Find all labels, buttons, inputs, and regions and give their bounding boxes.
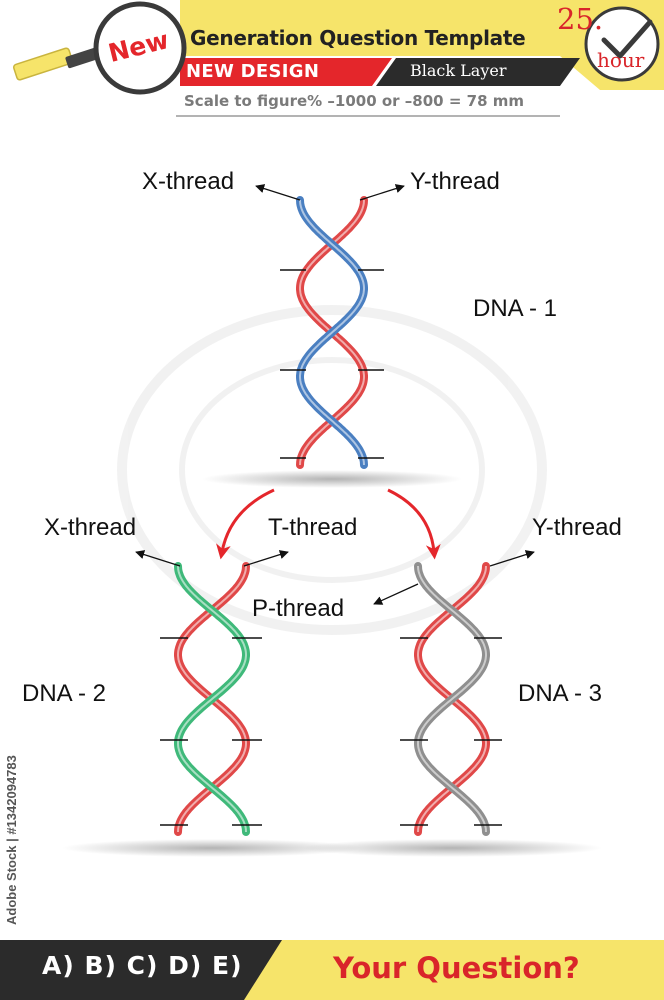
dna3-strand-left-highlight [417,565,487,833]
dna-2-helix [62,550,362,857]
magnifier-icon [12,1,187,95]
new-design-label: NEW DESIGN [186,61,320,82]
dna-3-helix [302,550,602,857]
label-y-thread-1: Y-thread [410,168,500,195]
label-dna-3: DNA - 3 [518,680,603,707]
stock-id: Adobe Stock | #1342094783 [4,755,19,925]
header-yellow-band [0,0,664,90]
arrow-p-thread-3 [373,583,419,605]
label-dna-2: DNA - 2 [22,680,107,707]
dna-1-ticks [280,269,384,459]
dna1-strand-left-highlight [299,199,365,466]
header [0,0,664,117]
label-dna-1: DNA - 1 [473,295,558,322]
dna-3-shadow [302,839,602,857]
label-x-thread-1: X-thread [142,168,235,195]
dna-2-ticks [160,637,262,826]
arrow-x-thread-1 [255,184,301,201]
branch-arrow-left [216,488,275,560]
dna-2-shadow [62,839,362,857]
new-design-bar [180,58,392,86]
footer-question: Your Question? [333,951,580,985]
black-layer-bar [376,58,580,86]
label-y-thread-3: Y-thread [532,514,622,541]
branch-arrow-right [387,488,441,560]
arrow-t-thread-2 [243,550,289,567]
clock-number: 25. [557,2,604,36]
answer-options: A) B) C) D) E) [42,951,243,980]
scale-note: Scale to figure% –1000 or –800 = 78 mm [184,92,524,110]
watermark [117,305,547,635]
clock-unit: hour [597,48,645,72]
dna-1-helix [202,184,462,488]
page-title: Generation Question Template [190,26,526,50]
footer-dark-band [0,940,282,1000]
arrow-y-thread-1 [359,184,405,201]
label-t-thread-2: T-thread [268,514,358,541]
dna2-strand-left-highlight [177,565,247,833]
arrow-x-thread-2 [135,550,181,567]
clock-check-icon [584,6,660,82]
label-x-thread-2: X-thread [44,514,137,541]
footer [0,940,664,1000]
dna-1-shadow [202,470,462,488]
arrow-y-thread-3 [489,550,535,567]
label-p-thread-3: P-thread [252,595,345,622]
dna-3-ticks [400,637,502,826]
black-layer-label: Black Layer [410,61,507,80]
